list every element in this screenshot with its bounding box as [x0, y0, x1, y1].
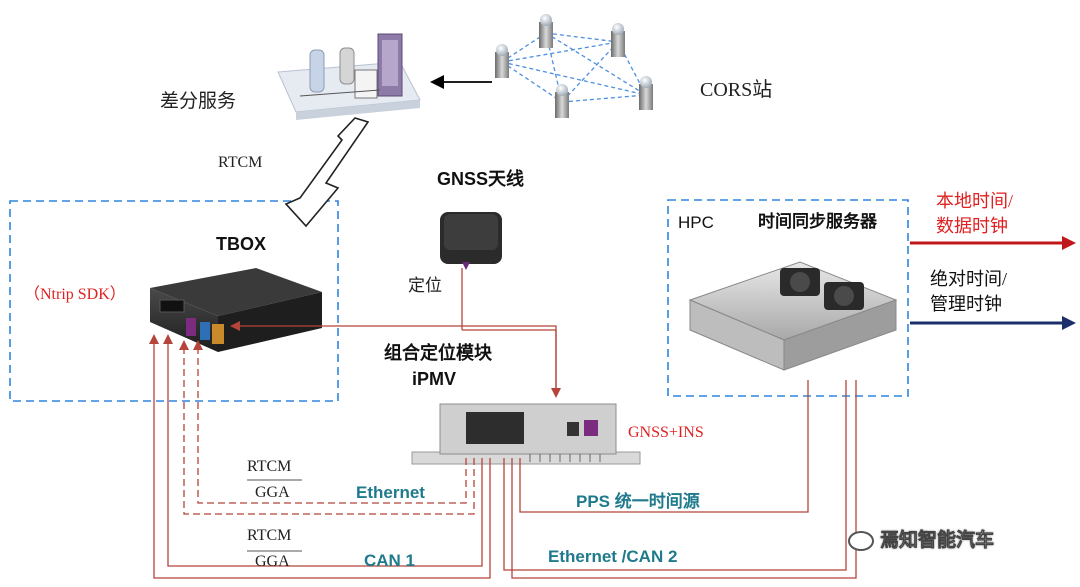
tbox-dashed-box: [9, 200, 339, 402]
gnss-antenna-label: GNSS天线: [437, 169, 525, 189]
pps-wire: [519, 380, 809, 513]
module-title-label: 组合定位模块: [384, 343, 492, 363]
abs-time-label-1: 绝对时间/: [930, 269, 1008, 289]
can1-wire-2: [149, 334, 491, 579]
cors-label: CORS站: [700, 79, 773, 101]
positioning-label: 定位: [408, 276, 442, 295]
watermark-chat-icon: [848, 531, 874, 551]
can1-wire-1: [163, 334, 483, 567]
watermark-text: 焉知智能汽车: [880, 530, 995, 552]
ipmv-module-image: [411, 403, 641, 465]
hpc-label: HPC: [678, 213, 714, 232]
gga-can-label: GGA: [255, 553, 290, 570]
tbox-device-image: [150, 268, 322, 352]
cors-network: [495, 14, 653, 118]
local-time-label-2: 数据时钟: [936, 216, 1008, 236]
eth-can2-wire-1: [503, 380, 847, 571]
rtcm-eth-label: RTCM: [247, 458, 292, 475]
can1-label: CAN 1: [364, 551, 416, 570]
rtcm-can-label: RTCM: [247, 527, 292, 544]
local-time-label-1: 本地时间/: [936, 191, 1014, 211]
rtcm-top-label: RTCM: [218, 154, 263, 171]
eth-can2-wire-2: [511, 380, 857, 579]
module-name-label: iPMV: [412, 369, 457, 389]
ethernet-wire-1: [193, 340, 467, 504]
wires: [149, 321, 857, 579]
ethernet-label: Ethernet: [356, 483, 425, 502]
watermark: 焉知智能汽车: [848, 531, 994, 551]
gnss-antenna-image: [440, 212, 502, 270]
rtcm-zigzag-arrow: [284, 117, 370, 228]
time-server-label: 时间同步服务器: [758, 212, 877, 231]
abs-time-label-2: 管理时钟: [930, 294, 1002, 314]
diff-service-label: 差分服务: [160, 91, 237, 112]
eth-can2-label: Ethernet /CAN 2: [548, 547, 678, 566]
ntrip-label: （Ntrip SDK）: [24, 286, 126, 303]
ethernet-wire-2: [179, 340, 475, 515]
hpc-dashed-box: [667, 199, 909, 397]
tbox-label: TBOX: [216, 234, 267, 254]
diff-service-server-image: [277, 33, 421, 120]
hpc-device-image: [688, 261, 898, 371]
gnss-ins-label: GNSS+INS: [628, 424, 704, 441]
gga-eth-label: GGA: [255, 484, 290, 501]
pps-label: PPS 统一时间源: [576, 492, 700, 511]
